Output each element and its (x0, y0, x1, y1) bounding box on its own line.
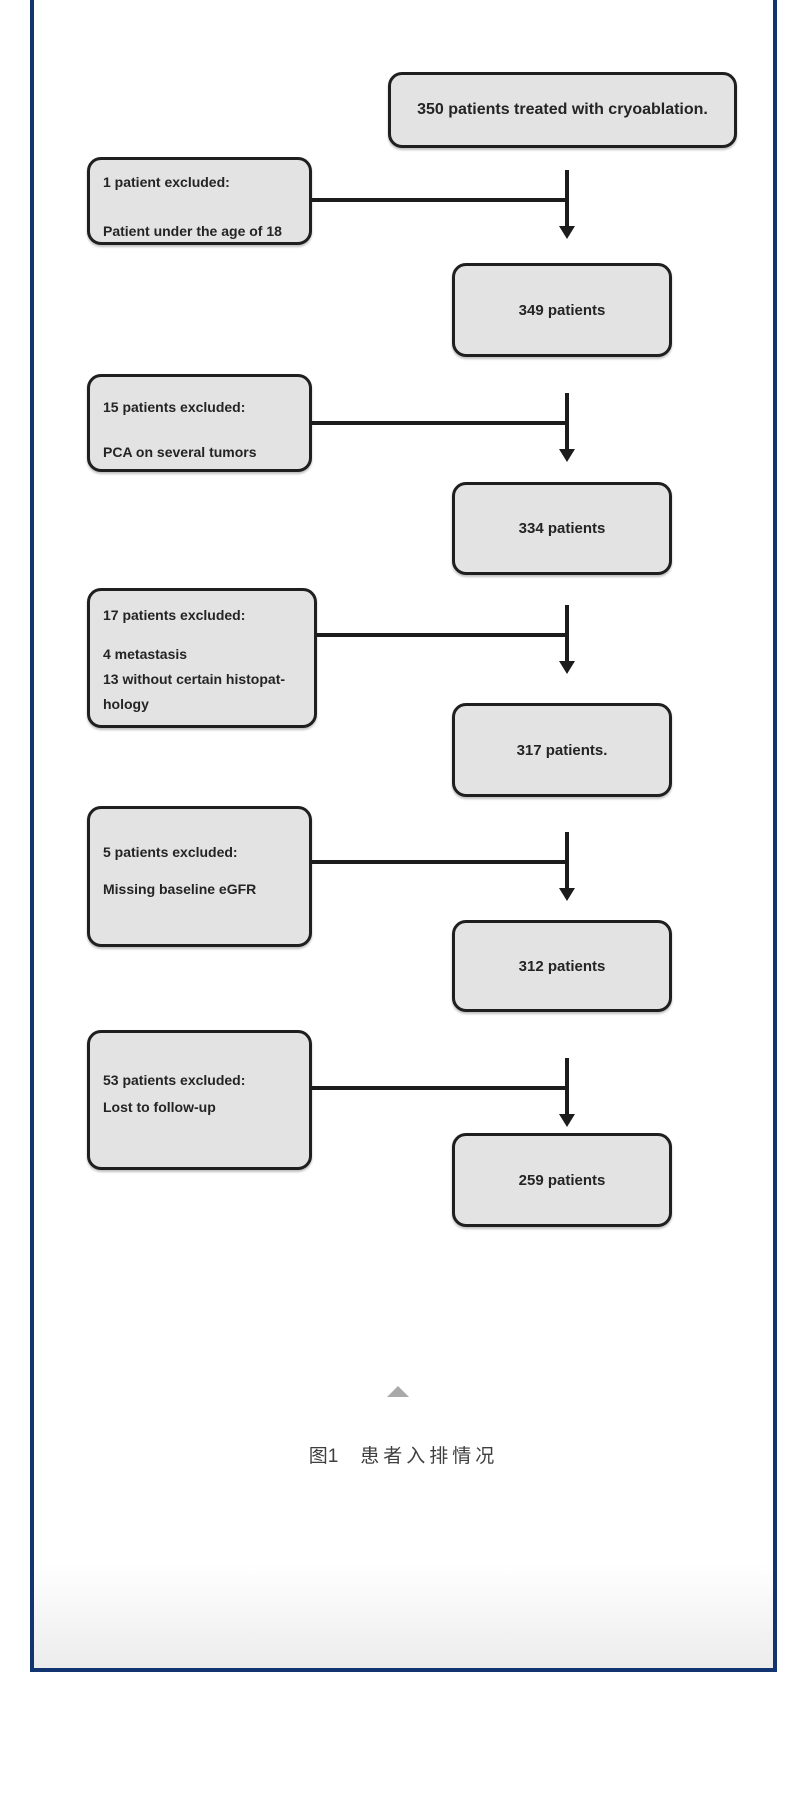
connector-line (565, 832, 569, 890)
connector-line (565, 1058, 569, 1116)
flow-box-350: 350 patients treated with cryoablation. (388, 72, 737, 148)
panel-footer-gradient (34, 1564, 773, 1668)
exclusion-box-4: 5 patients excluded: Missing baseline eG… (87, 806, 312, 947)
flow-box-label: 317 patients. (516, 741, 608, 759)
flow-box-label: 334 patients (518, 520, 606, 537)
connector-line (312, 1086, 569, 1090)
exclusion-line: 53 patients excluded: (103, 1072, 246, 1088)
figure-caption: 图1 患者入排情况 (34, 1441, 773, 1468)
exclusion-line: hology (103, 696, 149, 712)
figure-caption-label: 图1 (308, 1446, 339, 1467)
exclusion-line: 15 patients excluded: (103, 399, 246, 415)
arrow-down-icon (559, 226, 575, 239)
flow-box-label: 349 patients (518, 301, 606, 319)
exclusion-line: 5 patients excluded: (103, 844, 238, 860)
exclusion-box-3: 17 patients excluded: 4 metastasis 13 wi… (87, 588, 317, 728)
connector-line (312, 860, 569, 864)
exclusion-box-1: 1 patient excluded: Patient under the ag… (87, 157, 312, 245)
figure-caption-title: 患者入排情况 (360, 1446, 499, 1467)
exclusion-line: Patient under the age of 18 (103, 223, 282, 239)
exclusion-line: Missing baseline eGFR (103, 881, 257, 897)
exclusion-box-2: 15 patients excluded: PCA on several tum… (87, 374, 312, 472)
flow-box-317: 317 patients. (452, 703, 672, 797)
flow-box-259: 259 patients (452, 1133, 672, 1227)
arrow-down-icon (559, 1114, 575, 1127)
arrow-down-icon (559, 449, 575, 462)
flow-box-334: 334 patients (452, 482, 672, 575)
article-figure-panel: 350 patients treated with cryoablation. … (30, 0, 777, 1672)
flow-box-label: 312 patients (518, 957, 606, 975)
flow-box-label: 350 patients treated with cryoablation. (417, 101, 708, 118)
connector-line (317, 633, 569, 637)
arrow-down-icon (559, 661, 575, 674)
arrow-down-icon (559, 888, 575, 901)
connector-line (565, 170, 569, 228)
flow-box-312: 312 patients (452, 920, 672, 1012)
connector-line (565, 605, 569, 663)
exclusion-line: PCA on several tumors (103, 444, 257, 460)
exclusion-box-5: 53 patients excluded: Lost to follow-up (87, 1030, 312, 1170)
flow-box-label: 259 patients (518, 1171, 606, 1189)
figure-collapse-triangle-icon[interactable] (387, 1386, 409, 1397)
connector-line (565, 393, 569, 451)
connector-line (312, 198, 569, 202)
exclusion-line: 1 patient excluded: (103, 174, 230, 190)
exclusion-line: 17 patients excluded: (103, 607, 246, 623)
flow-box-349: 349 patients (452, 263, 672, 357)
enrollment-flowchart: 350 patients treated with cryoablation. … (34, 0, 773, 1668)
exclusion-line: 4 metastasis (103, 646, 188, 662)
exclusion-line: 13 without certain histopat- (103, 671, 286, 687)
exclusion-line: Lost to follow-up (103, 1099, 216, 1115)
connector-line (312, 421, 569, 425)
